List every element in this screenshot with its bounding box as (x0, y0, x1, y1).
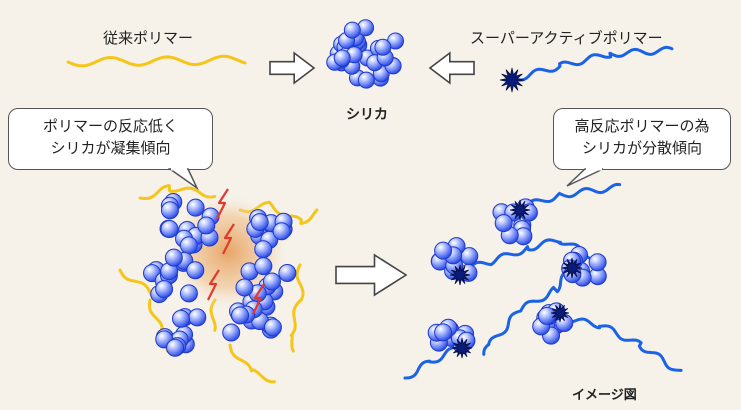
arrow-to-silica-left (269, 51, 316, 85)
weak-bond-3 (252, 283, 265, 315)
reactive-end-3 (561, 257, 583, 279)
silica-ball (250, 213, 269, 232)
bubble-right-line2: シリカが分散傾向 (581, 139, 702, 157)
arrow-dispersion (335, 253, 408, 297)
conventional-polymer-chain (66, 54, 247, 68)
silica-ball (434, 241, 453, 260)
reactive-end-2 (449, 264, 471, 286)
active-chain-3 (482, 268, 572, 356)
silica-ball (160, 201, 179, 220)
silica-ball (197, 216, 216, 235)
silica-ball (222, 323, 241, 342)
conventional-chain-1 (138, 184, 217, 200)
low-reactivity-bubble: ポリマーの反応低く シリカが凝集傾向 (8, 108, 213, 170)
silica-ball (333, 49, 351, 67)
conventional-chain-5 (289, 263, 305, 353)
silica-ball (263, 318, 282, 337)
silica-ball (272, 222, 291, 241)
silica-ball (254, 240, 273, 259)
weak-bond-2 (207, 269, 220, 301)
silica-ball (262, 272, 281, 291)
silica-ball (357, 71, 375, 89)
arrow-to-silica-right (428, 51, 475, 85)
reactive-end-mark (499, 67, 525, 93)
silica-ball (179, 236, 198, 255)
silica-ball (164, 248, 183, 267)
super-active-polymer-label: スーパーアクティブポリマー (470, 29, 663, 47)
silica-ball (186, 198, 205, 217)
silica-ball (155, 280, 174, 299)
silica-ball (166, 338, 185, 357)
active-polymer-chain (513, 45, 674, 82)
active-chain-4 (403, 346, 460, 380)
active-chain-5 (558, 316, 683, 372)
bubble-right-line1: 高反応ポリマーの為 (574, 117, 710, 135)
silica-ball (278, 263, 297, 282)
silica-ball (231, 306, 250, 325)
weak-bond-1 (216, 188, 229, 220)
silica-label: シリカ (346, 107, 388, 123)
image-caption: イメージ図 (572, 388, 637, 403)
weak-bond-4 (222, 223, 235, 255)
silica-ball (343, 21, 361, 39)
process-arrows (269, 51, 475, 297)
reactive-end-1 (509, 199, 531, 221)
conventional-polymer-label: 従来ポリマー (103, 29, 194, 47)
silica-ball (374, 38, 392, 56)
conventional-chain-6 (228, 343, 276, 384)
silica-ball (235, 278, 254, 297)
reaction-marks (207, 67, 583, 359)
active-chain-2 (453, 238, 591, 275)
silica-ball (537, 306, 556, 325)
silica-ball (186, 261, 205, 280)
silica-ball (179, 284, 198, 303)
reactive-end-5 (550, 303, 570, 323)
bubble-left-line1: ポリマーの反応低く (42, 117, 178, 135)
silica-ball (494, 214, 513, 233)
silica-ball (588, 253, 607, 272)
silica-ball (254, 257, 273, 276)
silica-ball (160, 219, 179, 238)
silica-ball (171, 309, 190, 328)
silica-ball (188, 308, 207, 327)
silica-ball (434, 323, 453, 342)
high-reactivity-bubble: 高反応ポリマーの為 シリカが分散傾向 (553, 108, 731, 170)
bubble-left-line2: シリカが凝集傾向 (50, 139, 171, 157)
reactive-end-4 (451, 337, 473, 359)
